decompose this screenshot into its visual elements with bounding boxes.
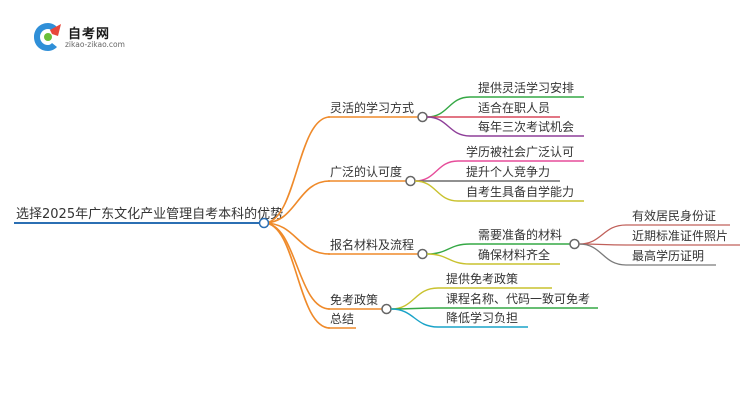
branch-label: 免考政策 [330, 292, 378, 307]
child-label: 需要准备的材料 [478, 227, 562, 242]
child-connector [390, 308, 439, 328]
child-label: 适合在职人员 [478, 100, 550, 115]
child-connector [426, 243, 471, 255]
root-label: 选择2025年广东文化产业管理自考本科的优势 [16, 206, 283, 222]
branch-label: 报名材料及流程 [330, 237, 414, 252]
branch-label: 灵活的学习方式 [330, 100, 414, 115]
child-connector [426, 116, 471, 137]
branch-node-circle [381, 303, 392, 315]
brand-name: 自考网 [68, 27, 111, 42]
grandchild-connector [578, 224, 627, 245]
child-label: 学历被社会广泛认可 [466, 144, 574, 159]
child-label: 确保材料齐全 [478, 247, 550, 262]
branch-node-circle [417, 248, 428, 260]
brand-logo [30, 18, 140, 54]
child-connector [414, 180, 459, 202]
child-node-circle [569, 238, 580, 250]
child-connector [414, 160, 459, 182]
branch-node-circle [417, 111, 428, 123]
brand-url: zikao-zikao.com [65, 40, 125, 49]
child-connector [426, 253, 471, 265]
child-connector [390, 287, 439, 310]
child-label: 提供免考政策 [446, 271, 518, 286]
branch-connector [263, 222, 331, 255]
branch-label: 总结 [330, 312, 354, 326]
grandchild-label: 有效居民身份证 [632, 208, 716, 223]
child-label: 每年三次考试机会 [478, 119, 574, 134]
child-label: 课程名称、代码一致可免考 [446, 291, 590, 306]
child-label: 自考生具备自学能力 [466, 184, 574, 199]
grandchild-label: 近期标准证件照片 [632, 229, 728, 243]
child-label: 提升个人竞争力 [466, 164, 550, 179]
branch-connector [263, 116, 331, 224]
child-label: 提供灵活学习安排 [478, 80, 574, 95]
branch-connector [263, 222, 331, 329]
branch-connector [263, 180, 331, 224]
grandchild-label: 最高学历证明 [632, 248, 704, 263]
child-label: 降低学习负担 [446, 310, 518, 325]
branch-connector [263, 222, 331, 310]
branch-label: 广泛的认可度 [330, 164, 402, 179]
branch-node-circle [405, 175, 416, 187]
grandchild-connector [578, 243, 627, 266]
root-node-circle [258, 217, 270, 229]
child-connector [426, 96, 471, 118]
logo-icon [34, 23, 61, 51]
